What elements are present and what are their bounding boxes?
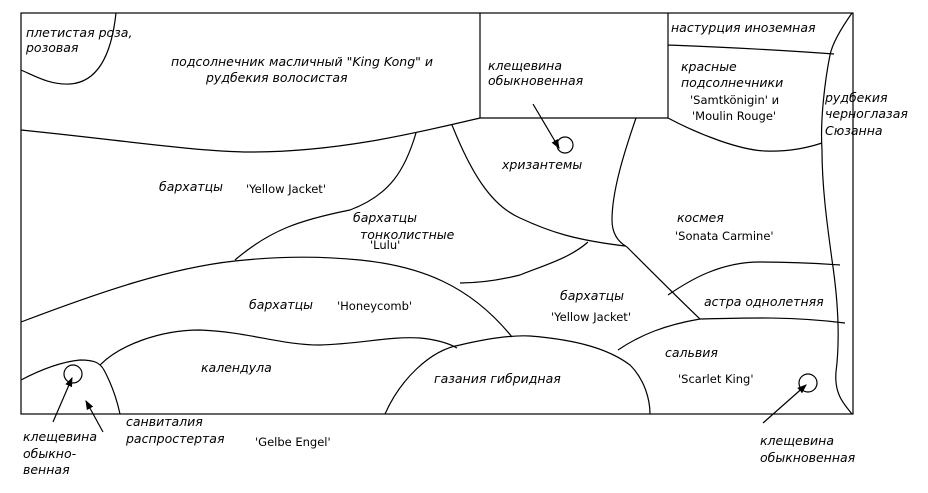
label-salvia: сальвия (665, 345, 718, 360)
label-castor-right-1: клещевина (760, 433, 834, 448)
label-rudbeckia-1: рудбекия (824, 90, 888, 105)
label-castor-left-1: клещевина (23, 429, 97, 444)
label-marigold-lulu-cv: 'Lulu' (370, 238, 400, 252)
label-sanvitalia-cv: 'Gelbe Engel' (255, 435, 331, 449)
label-castor-top-1: клещевина (488, 58, 562, 73)
arrow-castor-right (762, 384, 807, 424)
label-marigold-honeycomb-cv: 'Honeycomb' (337, 299, 412, 313)
castor-plant-left-marker (63, 364, 83, 384)
castor-plant-right-marker (798, 373, 818, 393)
bed-outline (20, 12, 854, 415)
label-rudbeckia-2: черноглазая (825, 106, 908, 121)
label-cosmos-cv: 'Sonata Carmine' (675, 229, 774, 243)
label-chrysanthemums: хризантемы (501, 157, 582, 172)
label-marigold-yj2: бархатцы (560, 288, 624, 303)
label-castor-top-2: обыкновенная (488, 73, 584, 88)
label-red-sunflowers-cv-1: 'Samtkönigin' и (690, 93, 779, 107)
label-red-sunflowers-2: подсолнечники (681, 75, 783, 90)
label-marigold-yj1: бархатцы (159, 179, 223, 194)
arrow-castor-top (532, 103, 560, 150)
label-nasturtium: настурция иноземная (671, 20, 816, 35)
label-gazania: газания гибридная (434, 371, 561, 386)
arrow-sanvitalia (85, 399, 104, 433)
label-sunflower-1: подсолнечник масличный "King Kong" и (171, 54, 433, 69)
label-calendula: календула (201, 360, 272, 375)
bed-boundaries (20, 12, 853, 415)
label-marigold-yj1-cv: 'Yellow Jacket' (246, 182, 326, 196)
label-sanvitalia-2: распростертая (125, 431, 225, 446)
label-marigold-lulu-1: бархатцы (353, 210, 417, 225)
label-castor-left-2: обыкно- (23, 446, 77, 461)
label-marigold-honeycomb: бархатцы (249, 297, 313, 312)
label-cosmos: космея (677, 210, 724, 225)
castor-plant-top-marker (556, 136, 574, 154)
arrow-castor-left (52, 376, 73, 423)
label-castor-left-3: венная (23, 462, 70, 477)
plant-labels: плетистая роза, розовая подсолнечник мас… (23, 20, 908, 477)
label-rudbeckia-3: Сюзанна (825, 123, 883, 138)
label-red-sunflowers-cv-2: 'Moulin Rouge' (692, 109, 776, 123)
label-salvia-cv: 'Scarlet King' (678, 372, 753, 386)
label-marigold-yj2-cv: 'Yellow Jacket' (551, 310, 631, 324)
label-red-sunflowers-1: красные (681, 59, 737, 74)
label-rose-1: плетистая роза, (26, 25, 132, 40)
label-castor-right-2: обыкновенная (760, 450, 856, 465)
label-sunflower-2: рудбекия волосистая (205, 70, 348, 85)
label-sanvitalia-1: санвиталия (126, 414, 203, 429)
label-aster: астра однолетняя (704, 294, 824, 309)
label-marigold-lulu-2: тонколистные (360, 227, 455, 242)
label-rose-2: розовая (25, 40, 79, 55)
